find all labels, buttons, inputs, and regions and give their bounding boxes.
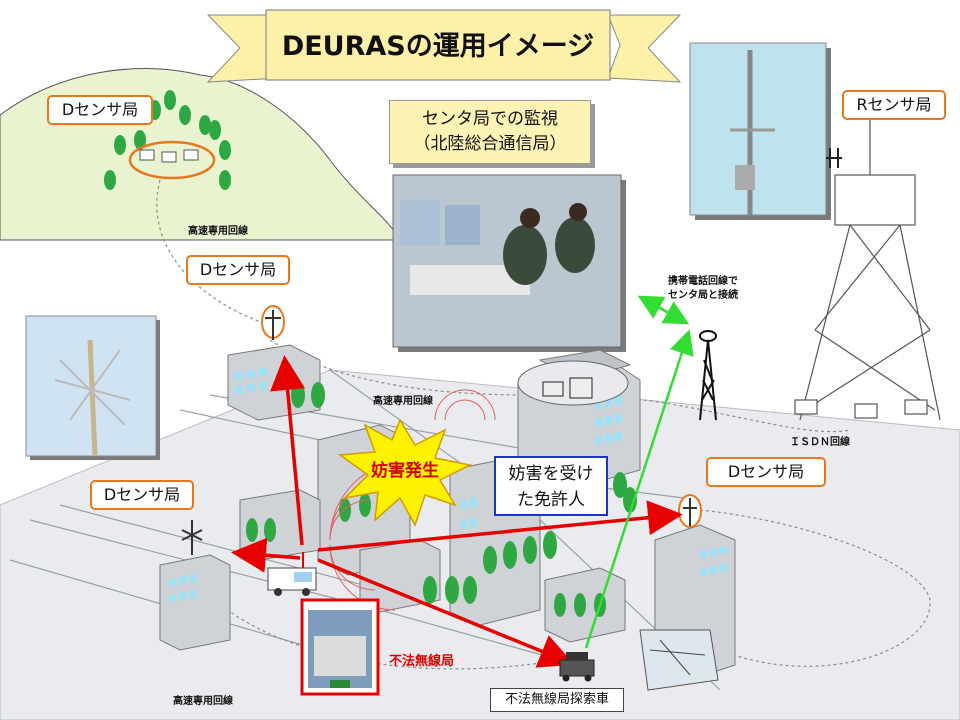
search-car-label: 不法無線局探索車	[490, 688, 624, 712]
r-sensor-antenna	[826, 148, 842, 168]
center-station-dome	[517, 360, 629, 406]
network-lines	[156, 179, 931, 670]
antenna-photo-right	[689, 42, 831, 220]
line-label-hs-top: 高速専用回線	[188, 226, 248, 237]
title-banner	[206, 9, 682, 83]
interference-burst	[337, 418, 473, 527]
hill-sensor-huts	[139, 149, 199, 163]
line-label-hs-bottom: 高速専用回線	[173, 696, 233, 707]
callout-d-sensor-right: Dセンサ局	[706, 457, 826, 487]
center-line-2: （北陸総合通信局）	[413, 134, 567, 154]
victim-label: 妨害を受け た免許人	[494, 456, 608, 516]
interference-label: 妨害発生	[371, 461, 439, 481]
line-label-isdn: ＩＳＤＮ回線	[790, 437, 850, 448]
sensor-antennas	[181, 305, 702, 555]
mobile-line-1: 携帯電話回線で	[668, 276, 738, 287]
callout-d-sensor-building: Dセンサ局	[186, 255, 290, 285]
center-line-1: センタ局での監視	[422, 109, 558, 129]
building-windows	[170, 368, 727, 602]
illegal-station-van	[267, 552, 317, 596]
green-arrows	[584, 295, 694, 649]
victim-line-2: た免許人	[517, 490, 585, 510]
center-station-label: センタ局での監視 （北陸総合通信局）	[389, 100, 591, 164]
antenna-photo-left	[25, 315, 160, 460]
victim-line-1: 妨害を受け	[508, 464, 594, 484]
line-label-hs-mid: 高速専用回線	[373, 396, 433, 407]
mobile-tower	[699, 330, 717, 421]
line-label-mobile: 携帯電話回線で センタ局と接続	[668, 275, 738, 303]
search-car	[559, 652, 595, 682]
illegal-photo	[300, 598, 380, 696]
center-photo	[392, 174, 626, 352]
illegal-station-label: 不法無線局	[389, 654, 455, 669]
red-arrows	[231, 355, 683, 668]
callout-d-sensor-hill: Dセンサ局	[47, 95, 153, 125]
hill-sensor-ring	[128, 140, 216, 180]
mobile-line-2: センタ局と接続	[668, 290, 738, 301]
callout-d-sensor-lower-left: Dセンサ局	[90, 480, 194, 510]
hill-trees	[104, 90, 231, 190]
r-sensor-tower	[794, 120, 941, 421]
page-title: DEURASの運用イメージ	[281, 31, 595, 62]
callout-r-sensor: Rセンサ局	[842, 90, 946, 120]
search-car-photo	[639, 629, 719, 691]
